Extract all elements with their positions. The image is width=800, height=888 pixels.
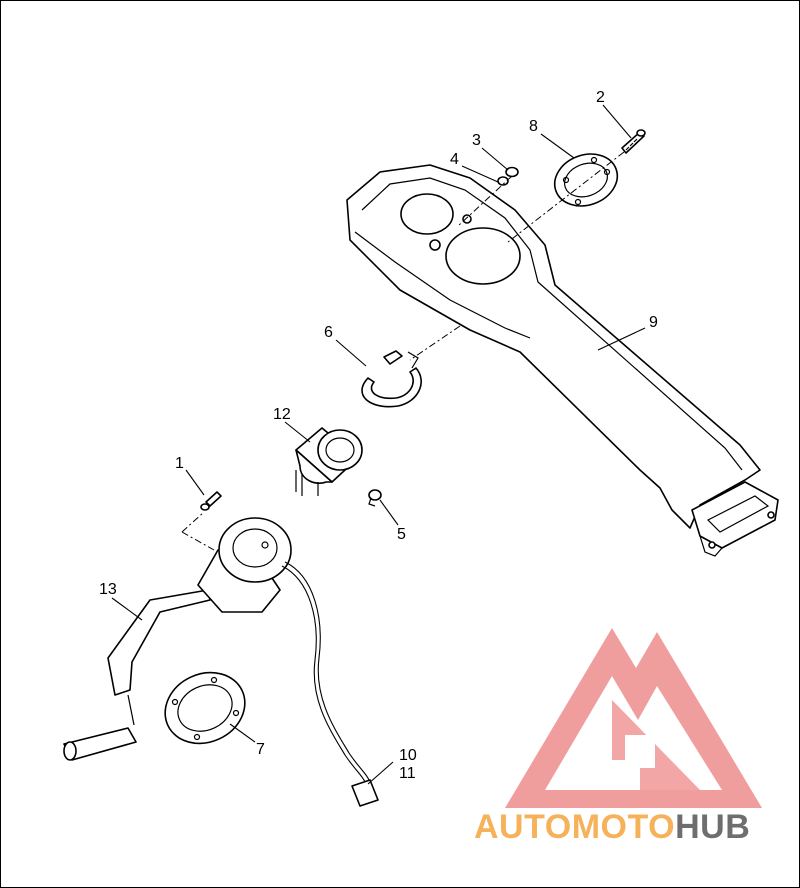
watermark-logo bbox=[505, 628, 762, 808]
callout-label-7: 7 bbox=[256, 741, 265, 758]
retaining-ring-part-6 bbox=[361, 350, 422, 408]
svg-text:AUTOMOTOHUB: AUTOMOTOHUB bbox=[474, 808, 750, 846]
callout-label-13: 13 bbox=[99, 581, 117, 598]
callout-label-1: 1 bbox=[175, 455, 184, 472]
console-panel-part-9 bbox=[346, 164, 779, 557]
plug-part-5 bbox=[368, 489, 382, 507]
callout-label-12: 12 bbox=[273, 406, 291, 423]
gasket-part-8 bbox=[553, 153, 619, 207]
nut-part-3 bbox=[505, 166, 519, 178]
watermark-moto: MOTO bbox=[572, 808, 675, 846]
callout-labels: 2 8 3 4 9 6 12 1 5 13 7 10 11 bbox=[99, 89, 658, 782]
watermark-hub: HUB bbox=[675, 808, 750, 846]
screw-part-1 bbox=[200, 491, 222, 511]
fuel-sender-part-13 bbox=[63, 517, 379, 807]
callout-label-11: 11 bbox=[399, 765, 416, 782]
washer-part-4 bbox=[497, 176, 509, 186]
leader-lines bbox=[111, 104, 646, 785]
callout-label-2: 2 bbox=[596, 89, 605, 106]
watermark-text: AUTOMOTOHUB bbox=[474, 808, 750, 846]
gasket-part-7 bbox=[164, 671, 246, 745]
gauge-part-12 bbox=[295, 427, 363, 496]
center-lines bbox=[181, 151, 625, 551]
screw-part-2 bbox=[621, 129, 646, 154]
callout-label-5: 5 bbox=[397, 526, 406, 543]
callout-label-3: 3 bbox=[472, 132, 481, 149]
callout-label-10: 10 bbox=[399, 747, 417, 764]
callout-label-9: 9 bbox=[649, 314, 658, 331]
callout-label-4: 4 bbox=[450, 151, 459, 168]
callout-label-6: 6 bbox=[324, 324, 333, 341]
watermark-auto: AUTO bbox=[474, 808, 572, 846]
callout-label-8: 8 bbox=[529, 118, 538, 135]
